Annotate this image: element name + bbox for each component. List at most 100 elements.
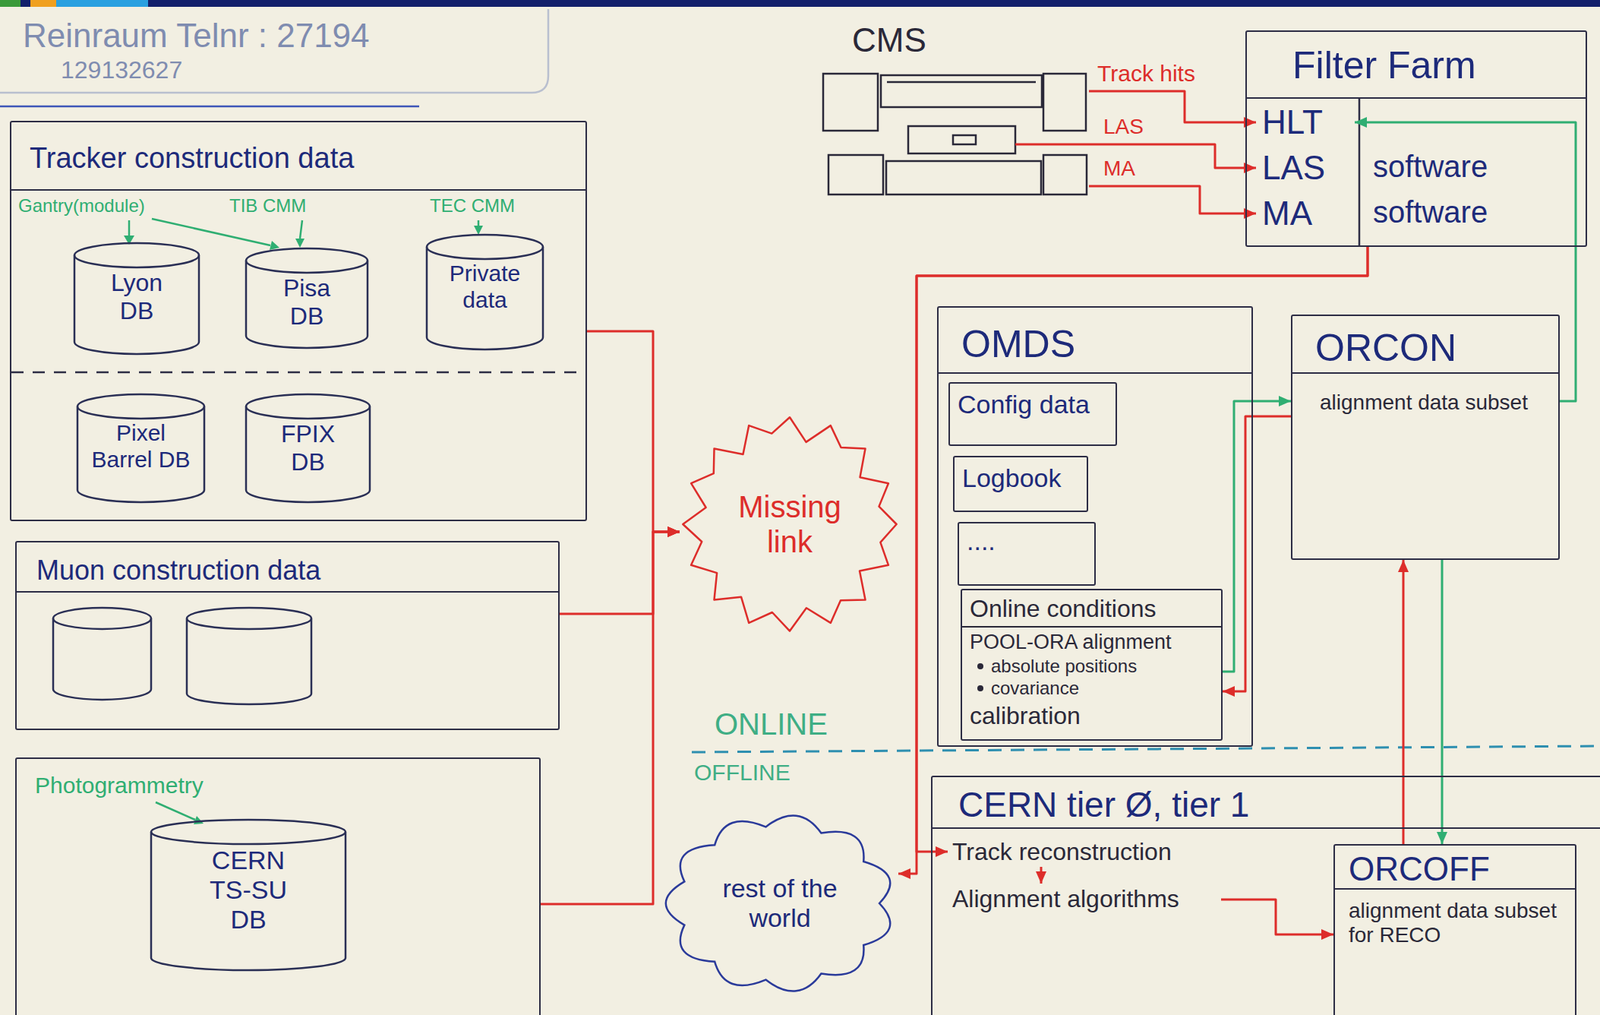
- node-text: CERN TS-SU DB: [191, 845, 306, 948]
- detector-name: CMS: [821, 21, 1089, 60]
- source-label: TEC CMM: [429, 195, 515, 217]
- farm-stream: MA: [1256, 194, 1355, 233]
- panel-title: Muon construction data: [16, 542, 559, 593]
- node-text: MA: [1256, 194, 1355, 234]
- source-label: Gantry(module): [18, 195, 146, 217]
- arrowhead: [667, 526, 680, 537]
- data-box: ....: [957, 521, 1096, 586]
- panel-title: Filter Farm: [1246, 31, 1586, 99]
- leader-arrowheads: [123, 225, 483, 824]
- note-text: 129132627: [60, 56, 183, 85]
- node-text: HLT: [1256, 103, 1355, 143]
- dashed-separator: [11, 371, 586, 374]
- tracker-panel: Tracker construction dataLyon DB Pisa DB P…: [9, 120, 587, 521]
- node-text: Alignment algorithms: [947, 883, 1222, 915]
- arrowhead: [1398, 559, 1409, 572]
- software-label: software: [1372, 148, 1488, 184]
- panel-title: CERN tier Ø, tier 1: [932, 776, 1600, 829]
- bullet-item: covariance: [962, 675, 1222, 699]
- box-title: Online conditions: [962, 590, 1222, 628]
- connector-line: [1222, 400, 1291, 672]
- node-text: LAS: [1256, 148, 1355, 188]
- node-text: alignment data subset for RECO: [1334, 889, 1575, 947]
- missing-link-burst: Missing link: [679, 413, 900, 635]
- connector-label: MA: [1101, 156, 1138, 181]
- connector: [1035, 866, 1047, 884]
- bullet-dot: [977, 662, 984, 670]
- connector-line: [586, 331, 680, 532]
- bullet-item: absolute positions: [962, 653, 1222, 677]
- arrowhead: [1354, 116, 1367, 128]
- node-text: FPIX DB: [270, 419, 347, 490]
- zone-label: OFFLINE: [694, 759, 791, 786]
- connector-line: [540, 531, 680, 904]
- connector-line: [559, 531, 680, 614]
- node-text: POOL-ORA alignment: [962, 627, 1222, 654]
- connector: [898, 246, 1368, 879]
- connector: [916, 246, 1368, 857]
- top-bar-mark: [0, 0, 21, 7]
- note-outline: [0, 9, 549, 93]
- connector: [559, 526, 680, 614]
- connector-label: LAS: [1101, 114, 1146, 139]
- panel-title: ORCOFF: [1334, 845, 1575, 890]
- data-box: Logbook: [953, 455, 1089, 512]
- conditions-box: Online conditionsPOOL-ORA alignmentabsol…: [960, 588, 1223, 741]
- top-bar: [0, 0, 1600, 7]
- underline: [0, 105, 420, 108]
- zone-label: ONLINE: [714, 706, 828, 742]
- orcon-panel: ORCONalignment data subset: [1290, 314, 1560, 560]
- arrowhead: [667, 526, 680, 537]
- database-cylinder: [53, 607, 312, 704]
- database-cylinder: Pixel Barrel DB: [75, 392, 206, 504]
- connector-line: [916, 246, 1368, 852]
- process-step: Alignment algorithms: [947, 883, 1222, 916]
- node-text: Private data: [439, 260, 531, 327]
- panel-title: OMDS: [938, 307, 1252, 374]
- database-cylinder: FPIX DB: [244, 392, 372, 504]
- bullet-dot: [977, 684, 984, 692]
- database-cylinder: CERN TS-SU DB: [149, 817, 348, 972]
- connector: [1436, 559, 1448, 844]
- panel-title: Tracker construction data: [11, 122, 586, 191]
- arrowhead: [1321, 928, 1334, 940]
- column-divider: [1358, 97, 1361, 247]
- node-text: Lyon DB: [98, 268, 175, 339]
- source-label: TIB CMM: [229, 195, 307, 217]
- connector: [586, 331, 680, 537]
- signal-wire: [1015, 143, 1089, 146]
- connector-line: [898, 246, 1368, 874]
- connector-line: [1088, 186, 1257, 214]
- arrowhead: [1222, 685, 1235, 697]
- node-text: alignment data subset: [1292, 373, 1559, 415]
- database-cylinder: Private data: [425, 233, 545, 351]
- software-label: software: [1372, 194, 1488, 230]
- detector-sketch: [823, 73, 1087, 195]
- world-cloud: rest of the world: [661, 811, 899, 995]
- database-cylinder: Lyon DB: [72, 241, 201, 356]
- connector-line: [1222, 416, 1291, 692]
- node-text: Photogrammetry: [16, 758, 540, 813]
- node-text: rest of the world: [715, 873, 845, 933]
- note-text: Reinraum Telnr : 27194: [22, 16, 370, 56]
- tier0-panel: CERN tier Ø, tier 1 Track reconstructionA…: [930, 775, 1600, 1015]
- connector: [1088, 186, 1257, 219]
- node-text: Track reconstruction: [947, 836, 1222, 868]
- connector-line: [1221, 899, 1334, 935]
- node-text: Logbook: [954, 457, 1087, 499]
- farm-stream: LAS: [1256, 148, 1355, 187]
- connector: [540, 526, 680, 904]
- node-text: calibration: [962, 698, 1222, 735]
- arrowhead: [935, 845, 948, 857]
- star-outline: [679, 413, 900, 635]
- node-text: Pixel Barrel DB: [84, 419, 199, 486]
- arrowhead: [1436, 831, 1448, 844]
- database-cylinder: Pisa DB: [244, 246, 370, 350]
- connector: [1221, 899, 1334, 940]
- node-text: Pisa DB: [268, 274, 345, 344]
- top-bar-mark: [30, 0, 57, 7]
- muon-panel: Muon construction data: [15, 540, 560, 730]
- connector-line: [1441, 559, 1444, 844]
- panel-title: ORCON: [1292, 315, 1559, 374]
- connector-line: [1402, 559, 1405, 844]
